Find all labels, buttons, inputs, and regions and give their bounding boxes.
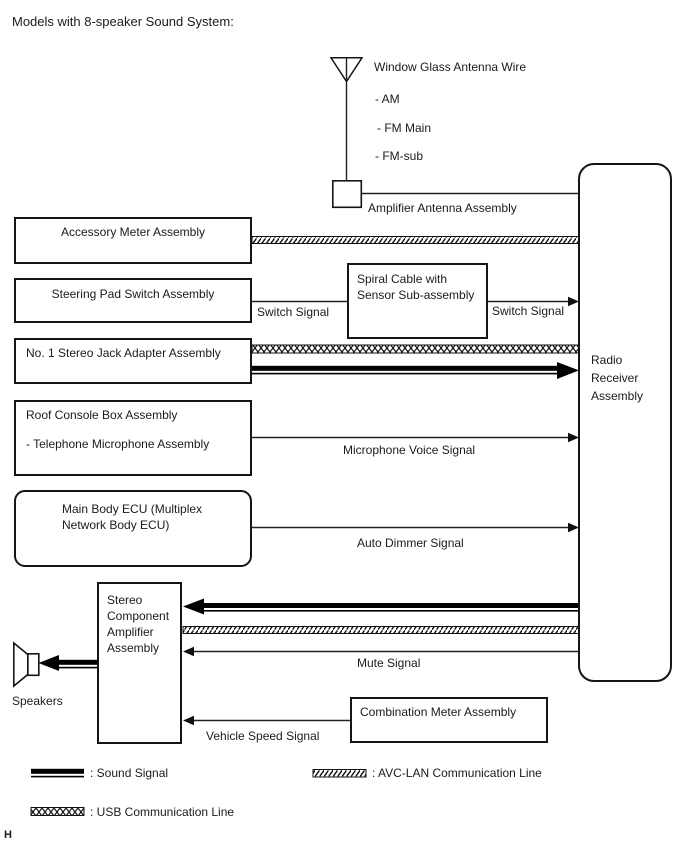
spiral-cable-box: Spiral Cable with Sensor Sub-assembly (347, 263, 488, 339)
page-title: Models with 8-speaker Sound System: (12, 14, 234, 29)
radio-receiver-label: Radio Receiver Assembly (591, 353, 644, 403)
antenna-item-am: - AM (375, 92, 400, 106)
steering-pad-switch-label: Steering Pad Switch Assembly (51, 287, 215, 301)
stereo-amplifier-label: Stereo Component Amplifier Assembly (107, 593, 170, 655)
switch-signal-arrowhead (568, 296, 579, 307)
vehicle-speed-signal-arrowhead (183, 715, 194, 726)
switch-signal-label-left: Switch Signal (257, 305, 330, 319)
antenna-item-fm-main: - FM Main (377, 121, 431, 135)
antenna-item-fm-sub: - FM-sub (375, 149, 423, 163)
legend-usb-label: : USB Communication Line (90, 805, 235, 819)
roof-console-label: Roof Console Box Assembly (26, 408, 178, 422)
accessory-meter-box: Accessory Meter Assembly (14, 217, 252, 264)
switch-signal-label-right: Switch Signal (492, 304, 565, 318)
legend-avclan-sample (312, 769, 367, 778)
window-glass-antenna-label: Window Glass Antenna Wire (374, 60, 527, 74)
avclan-line-accessory-meter (251, 236, 580, 244)
combination-meter-label: Combination Meter Assembly (360, 705, 517, 719)
speaker-icon (13, 641, 40, 688)
microphone-signal-arrowhead (568, 432, 579, 443)
stereo-jack-adapter-box: No. 1 Stereo Jack Adapter Assembly (14, 338, 252, 384)
steering-pad-switch-box: Steering Pad Switch Assembly (14, 278, 252, 323)
amplifier-antenna-label: Amplifier Antenna Assembly (368, 201, 517, 215)
auto-dimmer-signal-label: Auto Dimmer Signal (357, 536, 464, 550)
avclan-line-amplifier (182, 626, 580, 634)
telephone-microphone-label: - Telephone Microphone Assembly (26, 437, 210, 451)
antenna-icon (329, 57, 364, 83)
accessory-meter-label: Accessory Meter Assembly (60, 225, 206, 239)
main-body-ecu-box: Main Body ECU (Multiplex Network Body EC… (14, 490, 252, 567)
amplifier-antenna-box (331, 180, 363, 209)
page-marker: H (4, 829, 12, 841)
radio-receiver-box: Radio Receiver Assembly (578, 163, 672, 682)
sound-line-radio-to-amplifier (183, 598, 579, 615)
sound-line-amplifier-to-speakers (38, 655, 97, 671)
roof-console-box: Roof Console Box Assembly - Telephone Mi… (14, 400, 252, 476)
combination-meter-box: Combination Meter Assembly (350, 697, 548, 743)
usb-line-stereo-jack (251, 344, 580, 354)
stereo-jack-adapter-label: No. 1 Stereo Jack Adapter Assembly (26, 346, 221, 360)
vehicle-speed-signal-label: Vehicle Speed Signal (206, 729, 320, 743)
stereo-amplifier-box: Stereo Component Amplifier Assembly (97, 582, 182, 744)
mute-signal-arrowhead (183, 646, 194, 657)
mute-signal-label: Mute Signal (357, 656, 421, 670)
legend-sound-sample (31, 768, 84, 778)
spiral-cable-label: Spiral Cable with Sensor Sub-assembly (357, 272, 475, 302)
auto-dimmer-signal-arrowhead (568, 522, 579, 533)
microphone-signal-label: Microphone Voice Signal (343, 443, 476, 457)
legend-sound-label: : Sound Signal (90, 766, 169, 780)
legend-usb-sample (30, 807, 85, 816)
legend-avclan-label: : AVC-LAN Communication Line (372, 766, 542, 780)
speakers-label: Speakers (12, 694, 63, 708)
main-body-ecu-label: Main Body ECU (Multiplex Network Body EC… (62, 502, 203, 532)
sound-line-stereo-jack-to-radio (252, 362, 579, 379)
